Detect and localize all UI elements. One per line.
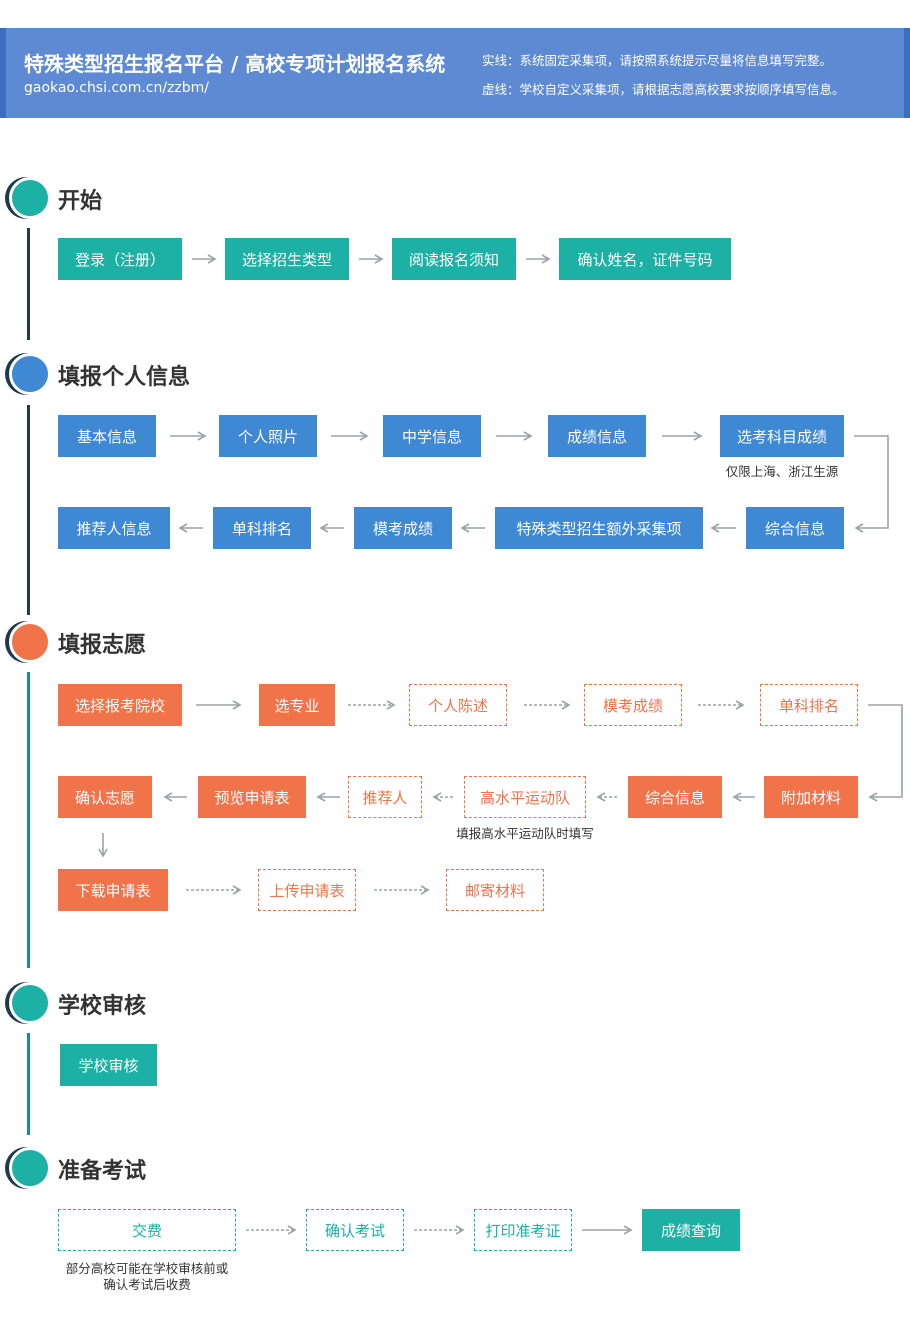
step-recommender-info[interactable]: 推荐人信息 xyxy=(58,507,170,549)
timeline-line-personal xyxy=(27,405,30,615)
step-recommender[interactable]: 推荐人 xyxy=(348,776,422,818)
step-mock-exam-scores[interactable]: 模考成绩 xyxy=(354,507,452,549)
step-mail-materials[interactable]: 邮寄材料 xyxy=(446,869,544,911)
section-marker-personal xyxy=(9,353,51,395)
fee-note-line2: 确认考试后收费 xyxy=(103,1277,191,1292)
page-title: 特殊类型招生报名平台 / 高校专项计划报名系统 xyxy=(24,52,446,76)
step-school-review[interactable]: 学校审核 xyxy=(60,1044,157,1086)
site-url[interactable]: gaokao.chsi.com.cn/zzbm/ xyxy=(24,80,210,96)
step-personal-photo[interactable]: 个人照片 xyxy=(219,415,317,457)
section-title-start: 开始 xyxy=(58,189,103,214)
step-wish-comprehensive-info[interactable]: 综合信息 xyxy=(628,776,722,818)
timeline-line-review xyxy=(27,1033,30,1135)
step-confirm-name-id[interactable]: 确认姓名，证件号码 xyxy=(559,238,731,280)
step-print-admission-ticket[interactable]: 打印准考证 xyxy=(474,1209,572,1251)
step-wish-subject-ranking[interactable]: 单科排名 xyxy=(760,684,858,726)
fee-note-line1: 部分高校可能在学校审核前或 xyxy=(65,1261,229,1276)
step-confirm-exam[interactable]: 确认考试 xyxy=(306,1209,404,1251)
section-title-exam: 准备考试 xyxy=(58,1159,147,1184)
timeline-line-start xyxy=(27,228,30,340)
step-upload-application[interactable]: 上传申请表 xyxy=(258,869,356,911)
step-special-extra-items[interactable]: 特殊类型招生额外采集项 xyxy=(495,507,703,549)
section-marker-wish xyxy=(9,621,51,663)
step-high-level-sports-team[interactable]: 高水平运动队 xyxy=(464,776,586,818)
header-banner: 特殊类型招生报名平台 / 高校专项计划报名系统 gaokao.chsi.com.… xyxy=(0,28,910,118)
section-marker-start xyxy=(9,177,51,219)
step-comprehensive-info[interactable]: 综合信息 xyxy=(746,507,844,549)
step-preview-application[interactable]: 预览申请表 xyxy=(198,776,306,818)
step-score-info[interactable]: 成绩信息 xyxy=(548,415,646,457)
section-marker-review xyxy=(9,982,51,1024)
step-additional-materials[interactable]: 附加材料 xyxy=(764,776,858,818)
step-pay-fee[interactable]: 交费 xyxy=(58,1209,236,1251)
step-login-register[interactable]: 登录（注册） xyxy=(58,238,182,280)
legend-dashed-note: 虚线：学校自定义采集项，请根据志愿高校要求按顺序填写信息。 xyxy=(482,82,845,97)
section-title-wish: 填报志愿 xyxy=(58,633,147,658)
step-high-school-info[interactable]: 中学信息 xyxy=(383,415,481,457)
legend-solid-note: 实线：系统固定采集项，请按照系统提示尽量将信息填写完整。 xyxy=(482,53,833,68)
step-confirm-wish[interactable]: 确认志愿 xyxy=(58,776,152,818)
step-choose-college[interactable]: 选择报考院校 xyxy=(58,684,182,726)
elective-scores-note: 仅限上海、浙江生源 xyxy=(725,464,839,479)
section-marker-exam xyxy=(9,1147,51,1189)
step-basic-info[interactable]: 基本信息 xyxy=(58,415,156,457)
step-elective-scores[interactable]: 选考科目成绩 xyxy=(720,415,844,457)
step-score-query[interactable]: 成绩查询 xyxy=(642,1209,740,1251)
step-choose-admission-type[interactable]: 选择招生类型 xyxy=(225,238,349,280)
step-subject-ranking[interactable]: 单科排名 xyxy=(213,507,311,549)
step-personal-statement[interactable]: 个人陈述 xyxy=(409,684,507,726)
section-title-personal: 填报个人信息 xyxy=(58,365,191,390)
step-download-application[interactable]: 下载申请表 xyxy=(58,869,168,911)
section-title-review: 学校审核 xyxy=(58,994,147,1019)
timeline-line-wish xyxy=(27,672,30,968)
step-read-notice[interactable]: 阅读报名须知 xyxy=(392,238,516,280)
step-choose-major[interactable]: 选专业 xyxy=(259,684,335,726)
step-wish-mock-scores[interactable]: 模考成绩 xyxy=(584,684,682,726)
sports-team-note: 填报高水平运动队时填写 xyxy=(456,826,594,841)
